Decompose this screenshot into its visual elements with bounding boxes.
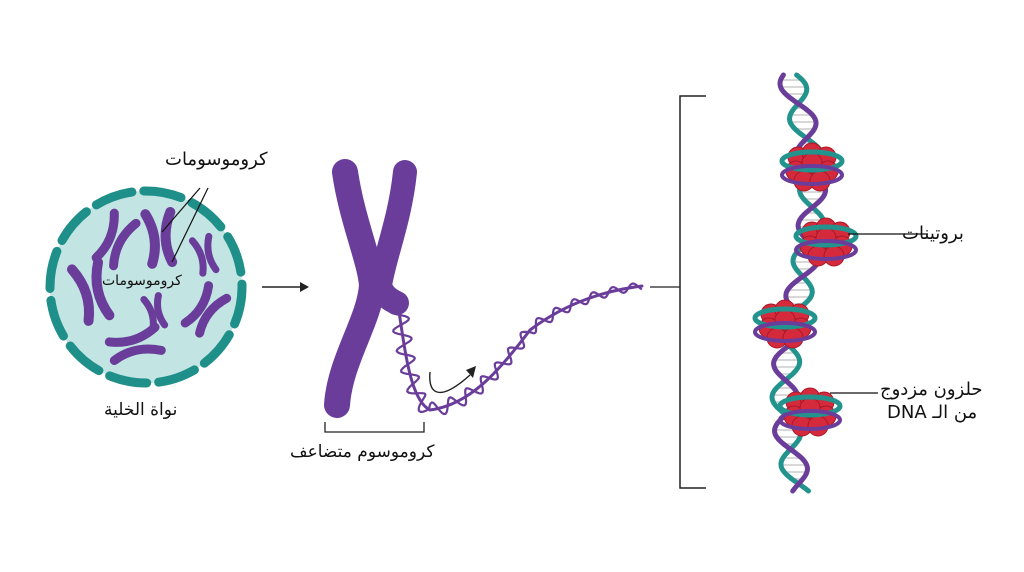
dna-wrap [794,239,858,261]
small-chromosome [188,232,220,277]
dna-double-helix [752,72,859,494]
histone-protein-cluster [777,387,843,437]
small-chromosome [91,208,141,271]
dna-wrap [752,306,818,330]
histone-protein-cluster [793,217,859,267]
dna-wrap [778,409,842,431]
label-dna-helix-line1: حلزون مزدوج [880,379,983,400]
label-chromosomes-top: كروموسومات [165,149,268,170]
arrowhead-icon [466,366,476,378]
arrow-icon [262,282,309,292]
label-dna-helix-line2: من الـ DNA [887,402,978,423]
label-duplicated-chromosome: كروموسوم متضاعف [290,442,435,462]
small-chromosome [140,207,178,269]
histone-protein-cluster [779,142,845,192]
curved-arrow-icon [429,371,471,394]
dna-wrap [777,394,843,418]
small-chromosome [66,257,115,326]
chromatid-bracket [324,422,425,433]
dna-wrap [780,164,844,186]
nucleus-chromosomes [66,207,232,365]
label-proteins: بروتينات [902,223,964,244]
small-chromosome [180,281,232,338]
chromatin-coil [388,282,643,416]
chromosome-pointer-lines [161,187,209,263]
label-chromosomes-inner: كروموسومات [102,273,182,289]
duplicated-chromosome [324,159,644,418]
nuclear-membrane [45,186,247,388]
histone-protein-cluster [752,299,818,349]
small-chromosome [104,322,166,365]
dna-wrap [793,224,859,248]
dna-wrap [779,149,845,173]
label-cell-nucleus: نواة الخلية [104,400,178,420]
dna-wrap [753,321,817,343]
cell-nucleus [45,186,247,388]
zoom-bracket [679,95,706,489]
